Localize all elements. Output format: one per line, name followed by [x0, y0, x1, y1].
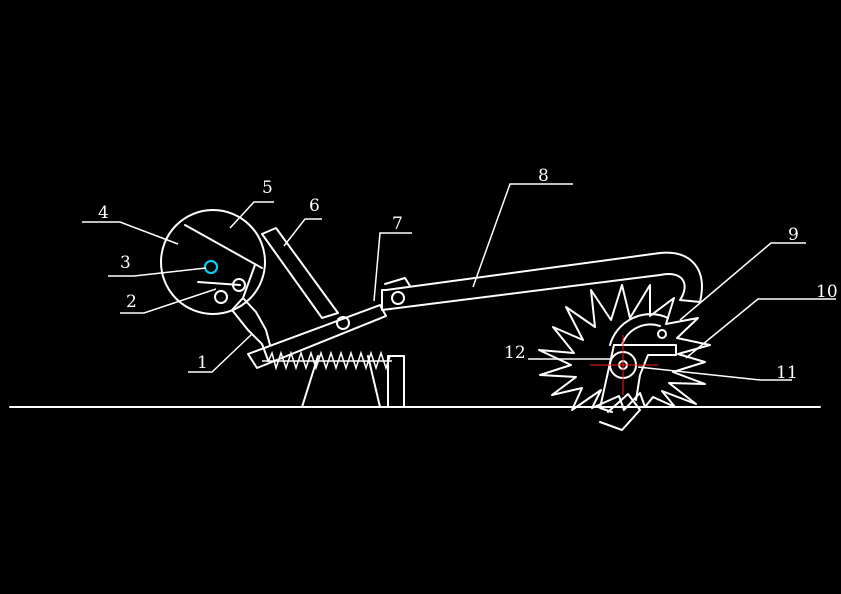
support-bracket: [231, 264, 271, 361]
label-7: 7: [392, 214, 403, 234]
label-8: 8: [538, 166, 549, 186]
leader-4: [82, 221, 179, 245]
leader-10: [685, 298, 836, 359]
leader-8: [472, 183, 573, 288]
pivot-pin: [214, 290, 228, 304]
label-9: 9: [788, 225, 799, 245]
leader-7: [373, 232, 412, 302]
arc-pin: [657, 329, 667, 339]
handle-tab: [384, 277, 411, 287]
arc-slot: [609, 313, 669, 346]
label-12: 12: [504, 343, 526, 363]
label-6: 6: [309, 196, 320, 216]
scraper-foot: [599, 393, 641, 431]
base-stand: [301, 355, 405, 408]
leader-2: [120, 288, 217, 314]
label-4: 4: [98, 203, 109, 223]
small-axle: [204, 260, 218, 274]
label-2: 2: [126, 292, 137, 312]
label-10: 10: [816, 282, 838, 302]
leader-1: [188, 333, 253, 373]
link-bar: [197, 281, 241, 286]
label-11: 11: [776, 363, 798, 383]
inclined-plate: [261, 227, 339, 319]
label-5: 5: [262, 178, 273, 198]
label-1: 1: [197, 353, 208, 373]
leader-3: [108, 267, 207, 277]
disc-chord: [184, 224, 263, 269]
disc: [160, 209, 266, 315]
lever-arm: [247, 304, 387, 369]
handle-arm: [381, 251, 703, 311]
lever-pivot: [336, 316, 350, 330]
leader-9: [679, 242, 806, 321]
label-3: 3: [120, 253, 131, 273]
leader-6: [283, 218, 322, 247]
toothed-wheel: [538, 284, 711, 411]
handle-pivot: [391, 291, 405, 305]
leader-11: [637, 366, 792, 381]
leader-5: [229, 201, 274, 229]
